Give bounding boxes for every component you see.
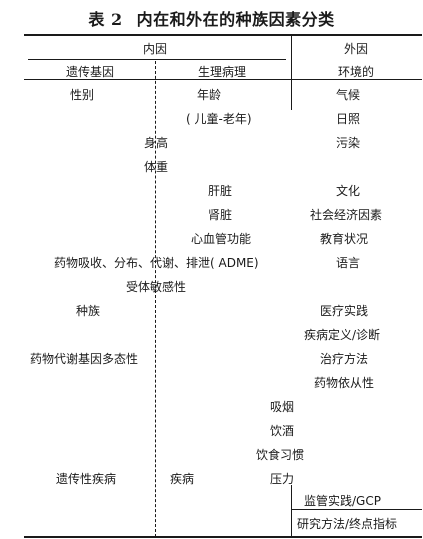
cell-adme: 药物吸收、分布、代谢、排泄( ADME) bbox=[54, 256, 259, 270]
cell-education: 教育状况 bbox=[320, 232, 369, 246]
cell-sunlight: 日照 bbox=[336, 112, 361, 126]
cell-culture: 文化 bbox=[336, 184, 361, 198]
cell-liver: 肝脏 bbox=[208, 184, 233, 198]
header-rule bbox=[24, 79, 422, 80]
cell-socioeconomic: 社会经济因素 bbox=[310, 208, 383, 222]
cell-treatment: 治疗方法 bbox=[320, 352, 369, 366]
bottom-rule bbox=[24, 536, 422, 538]
table-title: 表 2 内在和外在的种族因素分类 bbox=[0, 6, 423, 30]
genetic-physio-divider bbox=[155, 61, 156, 537]
cell-disease: 疾病 bbox=[170, 472, 195, 486]
cell-disease-definition: 疾病定义/诊断 bbox=[304, 328, 381, 342]
cell-age-range: ( 儿童-老年) bbox=[186, 112, 252, 126]
cell-weight: 体重 bbox=[144, 160, 169, 174]
cell-race: 种族 bbox=[76, 304, 101, 318]
bottom-inner-rule bbox=[291, 509, 422, 510]
cell-kidney: 肾脏 bbox=[208, 208, 233, 222]
intrinsic-subheader-rule bbox=[28, 59, 286, 60]
cell-language: 语言 bbox=[336, 256, 361, 270]
cell-drinking: 饮酒 bbox=[270, 424, 295, 438]
cell-age: 年龄 bbox=[197, 88, 222, 102]
extrinsic-divider-bottom bbox=[291, 485, 292, 537]
cell-medical-practice: 医疗实践 bbox=[320, 304, 369, 318]
header-intrinsic: 内因 bbox=[142, 42, 168, 56]
cell-cardio: 心血管功能 bbox=[191, 232, 252, 246]
top-rule bbox=[24, 34, 422, 36]
cell-stress: 压力 bbox=[270, 472, 295, 486]
header-physiological: 生理病理 bbox=[197, 65, 247, 79]
table-caption: 内在和外在的种族因素分类 bbox=[136, 10, 335, 29]
cell-polymorphism: 药物代谢基因多态性 bbox=[30, 352, 139, 366]
table-number: 表 2 bbox=[88, 10, 123, 29]
cell-smoking: 吸烟 bbox=[270, 400, 295, 414]
cell-compliance: 药物依从性 bbox=[314, 376, 375, 390]
extrinsic-divider-top bbox=[291, 36, 292, 110]
cell-methodology: 研究方法/终点指标 bbox=[297, 517, 398, 531]
cell-genetic-disease: 遗传性疾病 bbox=[56, 472, 117, 486]
header-environmental: 环境的 bbox=[337, 65, 375, 79]
cell-height: 身高 bbox=[144, 136, 169, 150]
header-extrinsic: 外因 bbox=[343, 42, 369, 56]
cell-sex: 性别 bbox=[70, 88, 95, 102]
cell-receptor: 受体敏感性 bbox=[126, 280, 187, 294]
cell-diet: 饮食习惯 bbox=[256, 448, 305, 462]
header-genetic: 遗传基因 bbox=[65, 65, 115, 79]
cell-climate: 气候 bbox=[336, 88, 361, 102]
cell-pollution: 污染 bbox=[336, 136, 361, 150]
cell-regulatory: 监管实践/GCP bbox=[304, 494, 381, 508]
